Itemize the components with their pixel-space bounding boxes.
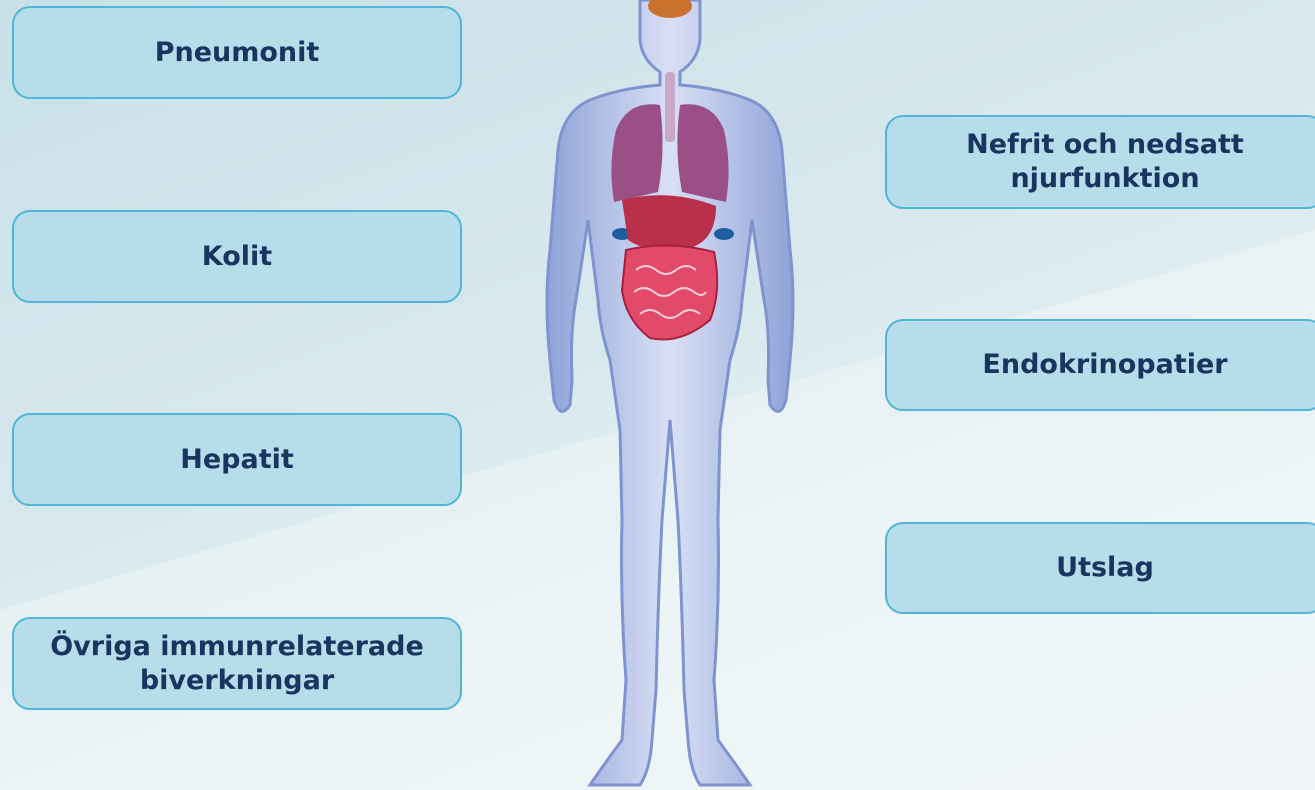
box-label: Övriga immunrelaterade biverkningar (14, 630, 460, 698)
box-kolit[interactable]: Kolit (12, 210, 462, 303)
box-utslag[interactable]: Utslag (885, 522, 1315, 614)
liver (622, 195, 716, 250)
box-endokrinopatier[interactable]: Endokrinopatier (885, 319, 1315, 411)
right-kidney (714, 228, 734, 240)
intestines (622, 245, 717, 339)
box-label: Pneumonit (137, 36, 338, 70)
box-label: Nefrit och nedsatt njurfunktion (887, 128, 1315, 196)
box-label: Utslag (1038, 551, 1172, 585)
box-label: Kolit (184, 240, 290, 274)
box-label: Hepatit (162, 443, 312, 477)
box-ovriga-biverkningar[interactable]: Övriga immunrelaterade biverkningar (12, 617, 462, 710)
box-hepatit[interactable]: Hepatit (12, 413, 462, 506)
box-nefrit[interactable]: Nefrit och nedsatt njurfunktion (885, 115, 1315, 209)
human-body-figure (510, 0, 830, 790)
box-label: Endokrinopatier (964, 348, 1245, 382)
box-pneumonit[interactable]: Pneumonit (12, 6, 462, 99)
trachea (665, 72, 675, 142)
